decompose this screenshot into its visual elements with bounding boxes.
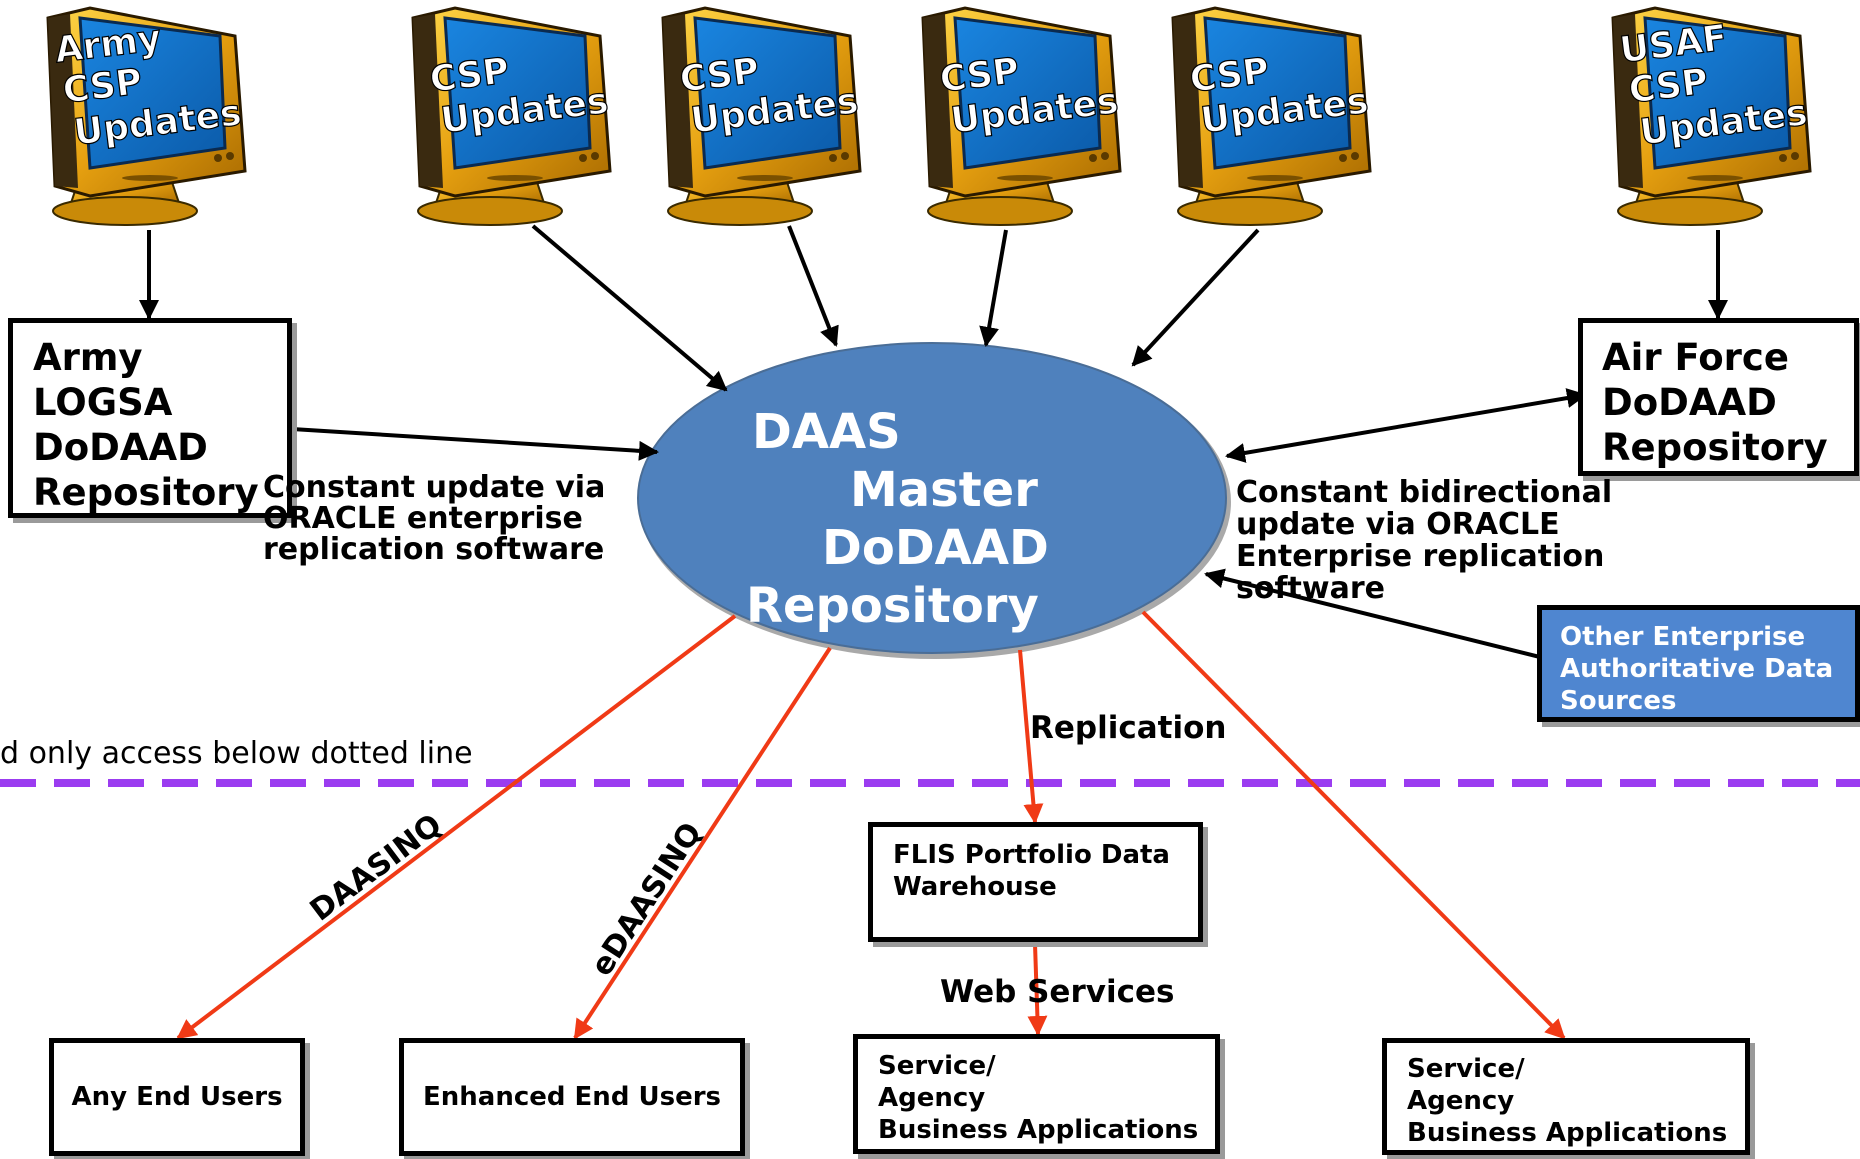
- daasinq-label: DAASINQ: [304, 807, 449, 928]
- monitor-csp-3: CSP Updates: [921, 6, 1122, 227]
- edaasinq-label: eDAASINQ: [584, 816, 709, 982]
- constant-update-line-2: ORACLE enterprise: [263, 501, 583, 536]
- army-repository-line-3: DoDAAD: [33, 426, 208, 469]
- air-force-repository-line-1: Air Force: [1602, 336, 1789, 379]
- service-apps-center-box: Service/ Agency Business Applications: [853, 1034, 1220, 1154]
- monitor-army: Army CSP Updates: [46, 6, 247, 227]
- service-apps-right-box: Service/ Agency Business Applications: [1382, 1038, 1750, 1155]
- arrow-other-sources-master-bidirectional: [1204, 568, 1562, 668]
- air-force-repository-line-2: DoDAAD: [1602, 381, 1777, 424]
- monitor-usaf: USAF CSP Updates: [1611, 6, 1812, 227]
- bidirectional-line-4: software: [1236, 571, 1385, 606]
- bidirectional-line-3: Enterprise replication: [1236, 539, 1605, 574]
- bidirectional-line-2: update via ORACLE: [1236, 507, 1560, 542]
- arrow-edaasinq-to-enhanced-end-users: [573, 646, 832, 1040]
- service-apps-center-line-3: Business Applications: [878, 1115, 1199, 1145]
- any-end-users-label: Any End Users: [71, 1082, 283, 1112]
- air-force-repository-box: Air Force DoDAAD Repository: [1578, 318, 1859, 476]
- arrow-master-to-service-apps-right: [1141, 610, 1566, 1040]
- other-sources-line-1: Other Enterprise: [1560, 622, 1806, 652]
- any-end-users-box: Any End Users: [49, 1038, 305, 1156]
- arrow-army-repo-to-master: [275, 426, 659, 461]
- other-sources-line-2: Authoritative Data: [1560, 654, 1834, 684]
- arrow-daasinq-to-any-end-users: [176, 614, 737, 1040]
- replication-label: Replication: [1030, 710, 1227, 746]
- service-apps-center-line-1: Service/: [878, 1051, 996, 1081]
- arrow-csp1-to-master: [531, 224, 728, 392]
- monitor-csp-4: CSP Updates: [1171, 6, 1372, 227]
- web-services-label: Web Services: [940, 974, 1175, 1010]
- bidirectional-line-1: Constant bidirectional: [1236, 475, 1613, 510]
- arrow-csp3-to-master: [979, 229, 1008, 347]
- army-repository-line-2: LOGSA: [33, 381, 173, 424]
- master-repository-ellipse: [637, 342, 1227, 654]
- enhanced-end-users-label: Enhanced End Users: [423, 1082, 721, 1112]
- svg-text:Army CSP Updates: Army CSP Updates: [53, 9, 244, 155]
- monitor-csp-1-line-1: CSP: [428, 50, 512, 100]
- service-apps-right-line-1: Service/: [1407, 1054, 1525, 1084]
- arrow-csp2-to-master: [787, 225, 839, 347]
- master-repository-line-4: Repository: [746, 578, 1039, 634]
- army-repository-box: Army LOGSA DoDAAD Repository: [8, 318, 292, 518]
- monitor-csp-2: CSP Updates: [661, 6, 862, 227]
- service-apps-center-line-2: Agency: [878, 1083, 986, 1113]
- service-apps-right-line-2: Agency: [1407, 1086, 1515, 1116]
- other-sources-line-3: Sources: [1560, 686, 1677, 716]
- arrow-flis-to-service-apps: [1027, 943, 1048, 1036]
- constant-update-line-3: replication software: [263, 532, 605, 567]
- flis-warehouse-line-2: Warehouse: [893, 872, 1057, 902]
- arrow-af-repo-master-bidirectional: [1225, 388, 1587, 463]
- constant-update-line-1: Constant update via: [263, 470, 606, 505]
- monitor-csp-2-line-1: CSP: [678, 50, 762, 100]
- monitor-csp-1: CSP Updates: [411, 6, 612, 227]
- dotted-line-caption: d only access below dotted line: [0, 736, 473, 771]
- enhanced-end-users-box: Enhanced End Users: [399, 1038, 745, 1156]
- master-repository-line-2: Master: [850, 462, 1038, 518]
- flis-warehouse-line-1: FLIS Portfolio Data: [893, 840, 1170, 870]
- arrow-csp4-to-master: [1131, 228, 1260, 367]
- bidirectional-update-label: Constant bidirectional update via ORACLE…: [1236, 477, 1612, 605]
- constant-update-label: Constant update via ORACLE enterprise re…: [263, 472, 605, 565]
- other-sources-box: Other Enterprise Authoritative Data Sour…: [1537, 605, 1860, 722]
- army-repository-line-1: Army: [33, 336, 143, 379]
- svg-text:DAAS Master DoDAAD: DAAS Master DoDAAD Repository: [746, 404, 1066, 634]
- flis-warehouse-box: FLIS Portfolio Data Warehouse: [868, 822, 1203, 942]
- master-repository-line-1: DAAS: [752, 404, 901, 460]
- air-force-repository-line-3: Repository: [1602, 426, 1828, 469]
- army-repository-line-4: Repository: [33, 471, 259, 514]
- arrow-replication-to-flis: [1018, 649, 1044, 824]
- master-repository-line-3: DoDAAD: [822, 520, 1049, 576]
- service-apps-right-line-3: Business Applications: [1407, 1118, 1728, 1148]
